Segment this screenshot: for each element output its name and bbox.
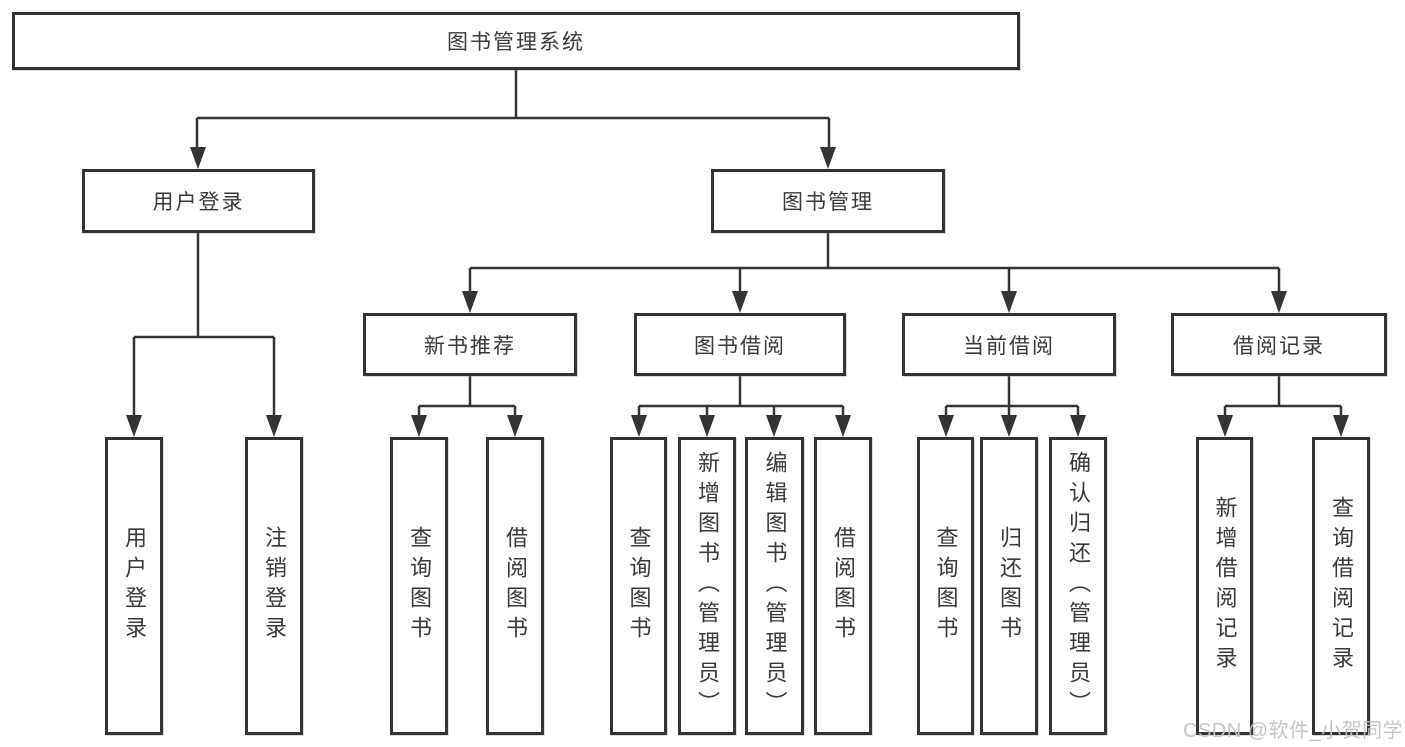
leaf-borrow-books: 借阅图书 <box>814 437 872 735</box>
node-borrow-records: 借阅记录 <box>1171 313 1387 376</box>
node-book-management: 图书管理 <box>711 169 945 233</box>
leaf-add-borrow-record: 新增借阅记录 <box>1196 437 1253 735</box>
leaf-borrow-books-recommend: 借阅图书 <box>486 437 544 735</box>
node-new-book-recommend: 新书推荐 <box>363 313 577 376</box>
leaf-query-books-current: 查询图书 <box>917 437 974 735</box>
leaf-confirm-return-admin: 确认归还（管理员） <box>1049 437 1107 735</box>
node-library-management-system: 图书管理系统 <box>12 12 1020 70</box>
leaf-add-book-admin: 新增图书（管理员） <box>678 437 736 735</box>
leaf-return-book: 归还图书 <box>980 437 1038 735</box>
leaf-query-books-recommend: 查询图书 <box>390 437 448 735</box>
node-user-login: 用户登录 <box>82 169 315 233</box>
leaf-query-borrow-record: 查询借阅记录 <box>1312 437 1370 735</box>
leaf-logout: 注销登录 <box>245 437 303 735</box>
leaf-query-books-borrow: 查询图书 <box>610 437 667 735</box>
leaf-user-login: 用户登录 <box>105 437 163 735</box>
csdn-watermark: CSDN @软件_小贺同学 <box>1183 720 1404 742</box>
leaf-edit-book-admin: 编辑图书（管理员） <box>745 437 804 735</box>
node-book-borrow: 图书借阅 <box>634 313 846 376</box>
node-current-borrow: 当前借阅 <box>902 313 1116 376</box>
